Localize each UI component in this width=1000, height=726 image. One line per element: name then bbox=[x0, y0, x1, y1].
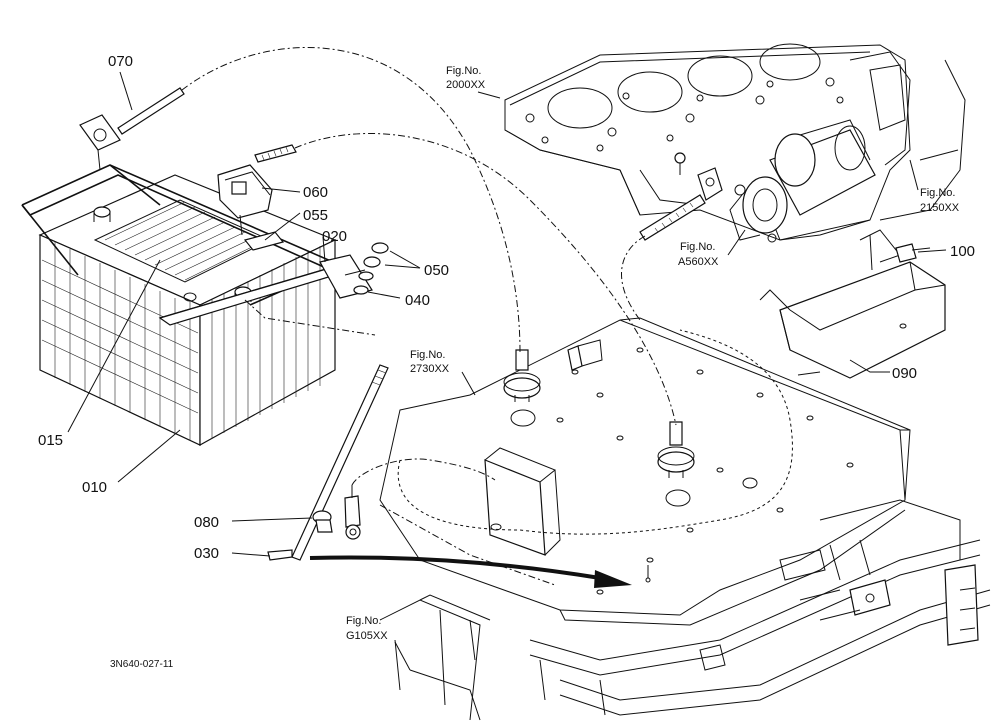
battery bbox=[21, 164, 346, 447]
install-arrow bbox=[309, 555, 651, 588]
negative-cable-end bbox=[79, 87, 185, 171]
part-label-090: 090 bbox=[892, 365, 917, 382]
fig-ref-a560-line1: Fig.No. bbox=[680, 241, 715, 253]
part-label-040: 040 bbox=[405, 292, 430, 309]
clamp-bracket bbox=[319, 242, 389, 299]
part-label-010: 010 bbox=[82, 479, 107, 496]
fig-ref-2000-line2: 2000XX bbox=[446, 79, 486, 91]
part-labels: 070 060 055 020 050 040 015 010 080 030 … bbox=[38, 53, 975, 562]
fig-ref-2150-line1: Fig.No. bbox=[920, 187, 955, 199]
cables bbox=[181, 47, 793, 586]
part-label-055: 055 bbox=[303, 207, 328, 224]
grommet-1 bbox=[503, 349, 541, 402]
fig-ref-2150-line2: 2150XX bbox=[920, 202, 960, 214]
part-label-070: 070 bbox=[108, 53, 133, 70]
fig-ref-2000-line1: Fig.No. bbox=[446, 65, 481, 77]
bracket-090 bbox=[759, 229, 946, 379]
part-label-015: 015 bbox=[38, 432, 63, 449]
part-label-100: 100 bbox=[950, 243, 975, 260]
part-label-080: 080 bbox=[194, 514, 219, 531]
part-label-060: 060 bbox=[303, 184, 328, 201]
hold-down-rod bbox=[267, 364, 389, 561]
figure-references: Fig.No. 2000XX Fig.No. 2150XX Fig.No. A5… bbox=[346, 65, 960, 642]
fig-ref-g105-line1: Fig.No. bbox=[346, 615, 381, 627]
positive-cable-end bbox=[217, 144, 297, 251]
frame bbox=[379, 499, 991, 721]
drawing-code: 3N640-027-11 bbox=[110, 659, 174, 670]
part-label-030: 030 bbox=[194, 545, 219, 562]
starter-cable-terminal bbox=[639, 152, 723, 241]
starter-motor bbox=[729, 119, 876, 243]
fig-ref-a560-line2: A560XX bbox=[678, 256, 719, 268]
part-label-050: 050 bbox=[424, 262, 449, 279]
grommet-2 bbox=[657, 421, 695, 478]
fig-ref-2730-line2: 2730XX bbox=[410, 363, 450, 375]
ground-bolt bbox=[312, 485, 361, 540]
fig-ref-g105-line2: G105XX bbox=[346, 630, 388, 642]
part-label-020: 020 bbox=[322, 228, 347, 245]
engine-block bbox=[504, 43, 966, 241]
deck-plate bbox=[379, 317, 911, 626]
leader-lines bbox=[67, 71, 947, 671]
fig-ref-2730-line1: Fig.No. bbox=[410, 349, 445, 361]
